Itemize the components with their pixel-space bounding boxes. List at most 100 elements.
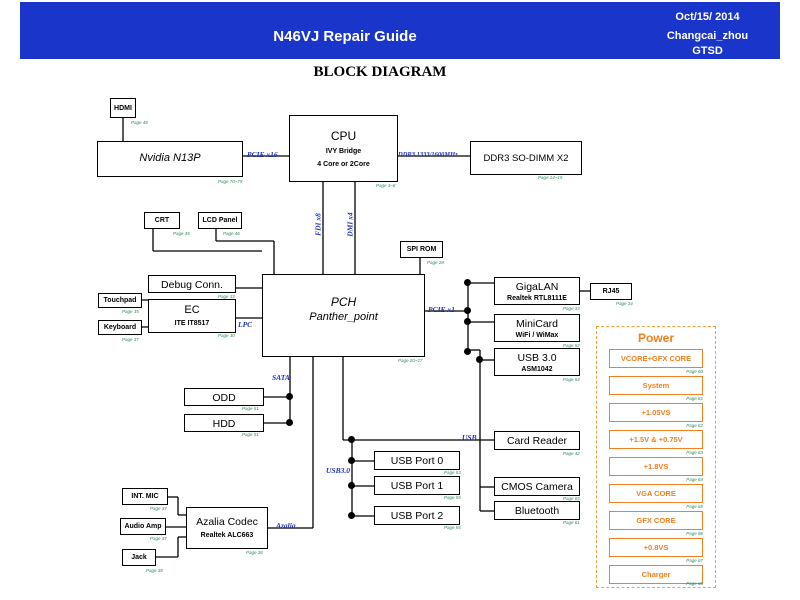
page-ref: Page 67: [686, 558, 703, 563]
junction-dot: [464, 279, 471, 286]
bus-sata: SATA: [272, 373, 290, 382]
keyboard-label: Keyboard: [103, 324, 137, 331]
power-system: System: [609, 376, 703, 395]
usb3-title: USB 3.0: [517, 352, 557, 364]
gigalan-title: GigaLAN: [515, 281, 559, 293]
junction-dot: [348, 436, 355, 443]
page-ref: Page 64: [686, 477, 703, 482]
touchpad-label: Touchpad: [103, 297, 137, 304]
page-ref: Page 45: [173, 231, 190, 236]
bluetooth-block: Bluetooth: [494, 501, 580, 520]
bluetooth-label: Bluetooth: [514, 505, 560, 517]
usb-port0-label: USB Port 0: [390, 455, 444, 467]
usb-port2-label: USB Port 2: [390, 510, 444, 522]
page-ref: Page 48: [131, 120, 148, 125]
header-date: Oct/15/ 2014: [675, 11, 740, 23]
page-ref: Page 52: [563, 343, 580, 348]
page-ref: Page 68: [686, 581, 703, 586]
card-reader-label: Card Reader: [506, 435, 568, 447]
spi-rom-label: SPI ROM: [406, 246, 437, 253]
bus-pcie-x16: PCIE x16: [247, 150, 278, 159]
ec-line1: ITE IT8517: [174, 320, 210, 327]
junction-dot: [348, 512, 355, 519]
page-ref: Page 37: [122, 337, 139, 342]
bus-usb: USB: [462, 433, 477, 442]
page-ref: Page 62: [686, 423, 703, 428]
cpu-title: CPU: [330, 129, 357, 143]
power-vcore-gfx: VCORE+GFX CORE: [609, 349, 703, 368]
jack-label: Jack: [131, 554, 147, 561]
gpu-block: Nvidia N13P: [97, 141, 243, 177]
page-ref: Page 37: [150, 536, 167, 541]
crt-block: CRT: [144, 212, 180, 229]
page-ref: Page 42: [563, 451, 580, 456]
hdd-block: HDD: [184, 414, 264, 432]
power-1-8vs: +1.8VS: [609, 457, 703, 476]
keyboard-block: Keyboard: [98, 320, 142, 335]
minicard-line1: WiFi / WiMax: [515, 332, 559, 339]
ec-title: EC: [184, 304, 200, 316]
page-ref: Page 46: [223, 231, 240, 236]
touchpad-block: Touchpad: [98, 293, 142, 308]
power-panel: Power VCORE+GFX CORE Page 60 System Page…: [596, 326, 716, 588]
junction-dot: [348, 482, 355, 489]
odd-block: ODD: [184, 388, 264, 406]
bus-lpc: LPC: [238, 320, 253, 329]
page-ref: Page 34: [616, 301, 633, 306]
bus-ddr3: DDR3 1333/1600MHz: [398, 151, 458, 158]
page-ref: Page 38: [146, 568, 163, 573]
jack-block: Jack: [122, 549, 156, 566]
header-dept: GTSD: [692, 45, 723, 57]
usb-port0-block: USB Port 0: [374, 451, 460, 470]
pch-title: PCH: [330, 295, 357, 309]
junction-dot: [286, 393, 293, 400]
page-ref: Page 53: [444, 470, 461, 475]
page-ref: Page 33: [218, 294, 235, 299]
junction-dot: [464, 307, 471, 314]
minicard-title: MiniCard: [515, 318, 558, 330]
cmos-camera-label: CMOS Camera: [501, 481, 573, 493]
power-gfx-core: GFX CORE: [609, 511, 703, 530]
bus-pcie-x1: PCIE x1: [428, 305, 455, 314]
pch-line1: Panther_point: [309, 311, 378, 323]
power-1-5v: +1.5V & +0.75V: [609, 430, 703, 449]
page-ref: Page 51: [242, 406, 259, 411]
page-ref: Page 3~8: [376, 183, 396, 188]
ddr3-label: DDR3 SO-DIMM X2: [483, 153, 569, 164]
page-ref: Page 61: [686, 396, 703, 401]
bus-usb3: USB3.0: [326, 466, 350, 475]
page-ref: Page 65: [686, 504, 703, 509]
codec-line1: Realtek ALC663: [200, 532, 254, 539]
audio-amp-block: Audio Amp: [120, 518, 166, 535]
page-ref: Page 14~15: [538, 175, 563, 180]
rj45-block: RJ45: [590, 283, 632, 300]
cpu-line2: 4 Core or 2Core: [317, 161, 370, 168]
rj45-label: RJ45: [602, 288, 620, 295]
lcd-label: LCD Panel: [202, 217, 238, 224]
page-ref: Page 28: [427, 260, 444, 265]
power-title: Power: [637, 331, 674, 345]
page-ref: Page 61: [563, 520, 580, 525]
page-ref: Page 65: [563, 496, 580, 501]
hdd-label: HDD: [212, 418, 236, 430]
usb-port1-block: USB Port 1: [374, 476, 460, 495]
ddr3-block: DDR3 SO-DIMM X2: [470, 141, 582, 175]
page-ref: Page 70~75: [218, 179, 243, 184]
int-mic-block: INT. MIC: [122, 488, 168, 505]
odd-label: ODD: [212, 392, 236, 404]
int-mic-label: INT. MIC: [131, 493, 159, 500]
bus-azalia: Azalia: [276, 521, 296, 530]
gigalan-line1: Realtek RTL8111E: [507, 295, 567, 302]
page-heading: BLOCK DIAGRAM: [313, 64, 447, 80]
minicard-block: MiniCard WiFi / WiMax: [494, 314, 580, 342]
bus-dmi: DMI x4: [345, 212, 355, 237]
page-ref: Page 30: [218, 333, 235, 338]
usb3-line1: ASM1042: [521, 366, 553, 373]
page-ref: Page 20~27: [398, 358, 423, 363]
junction-dot: [476, 356, 483, 363]
page-ref: Page 60: [686, 369, 703, 374]
pch-block: PCH Panther_point: [262, 274, 425, 357]
ec-block: EC ITE IT8517: [148, 299, 236, 333]
cmos-camera-block: CMOS Camera: [494, 477, 580, 496]
cpu-block: CPU IVY Bridge 4 Core or 2Core: [289, 115, 398, 182]
